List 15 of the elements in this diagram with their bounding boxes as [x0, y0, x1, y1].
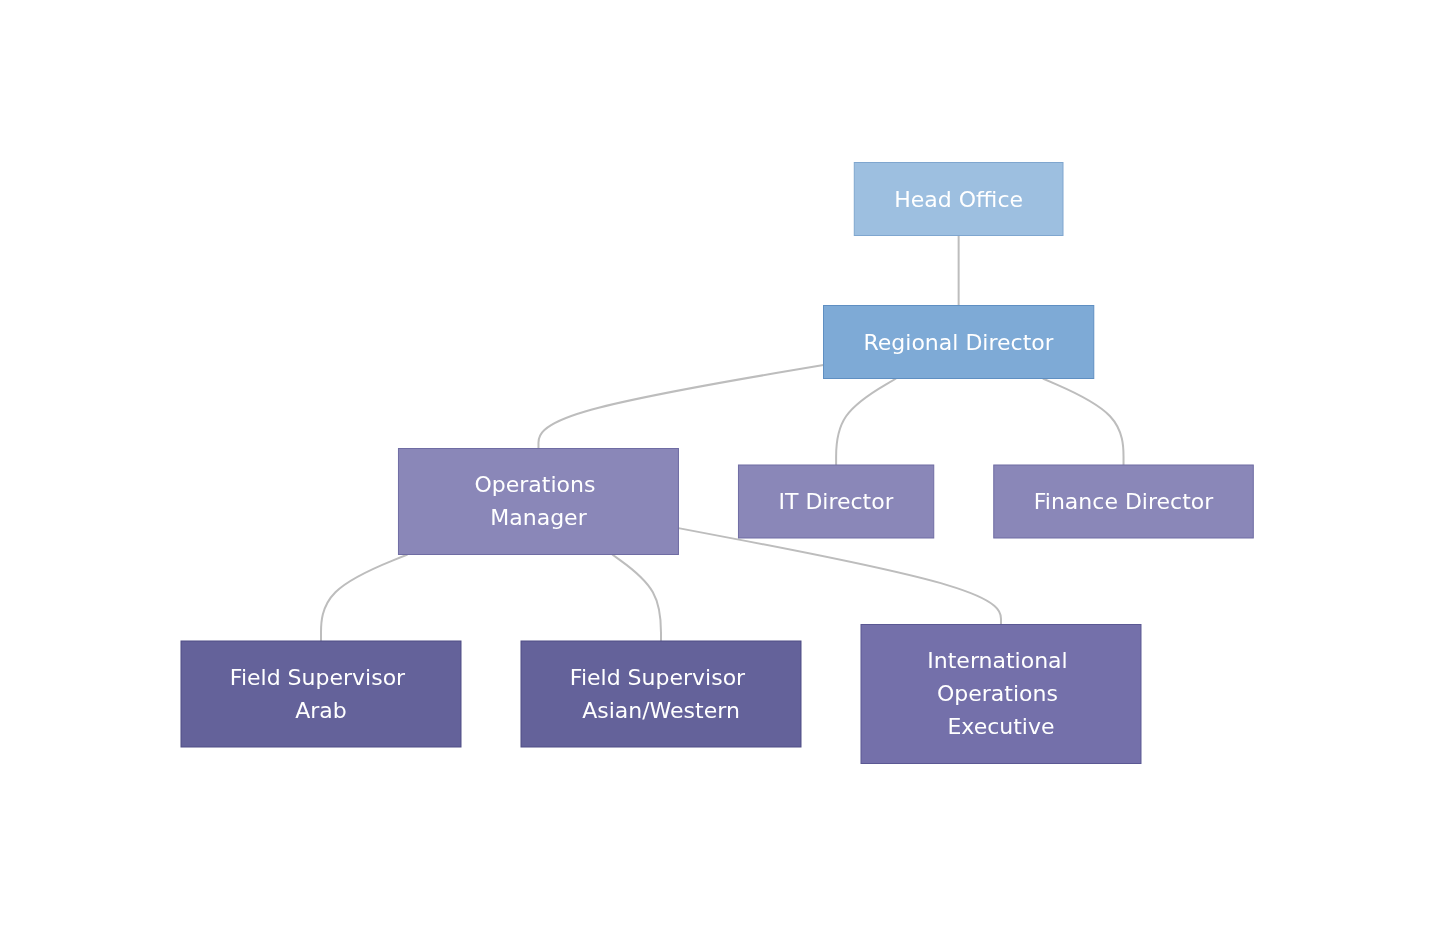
node-box: Operations Manager [398, 448, 680, 555]
connector [537, 364, 825, 450]
connector [677, 527, 1003, 626]
node-box: International Operations Executive [860, 624, 1142, 764]
connector [611, 553, 663, 642]
node-box: Regional Director [823, 305, 1095, 379]
connector [1042, 377, 1125, 466]
node-box: Field Supervisor Asian/Western [520, 640, 802, 748]
node-box: IT Director [738, 464, 935, 539]
node-box: Field Supervisor Arab [180, 640, 462, 748]
node-box: Head Office [854, 162, 1064, 236]
connector [958, 234, 960, 307]
connector [320, 553, 409, 642]
connector [835, 377, 898, 466]
node-box: Finance Director [993, 464, 1255, 539]
